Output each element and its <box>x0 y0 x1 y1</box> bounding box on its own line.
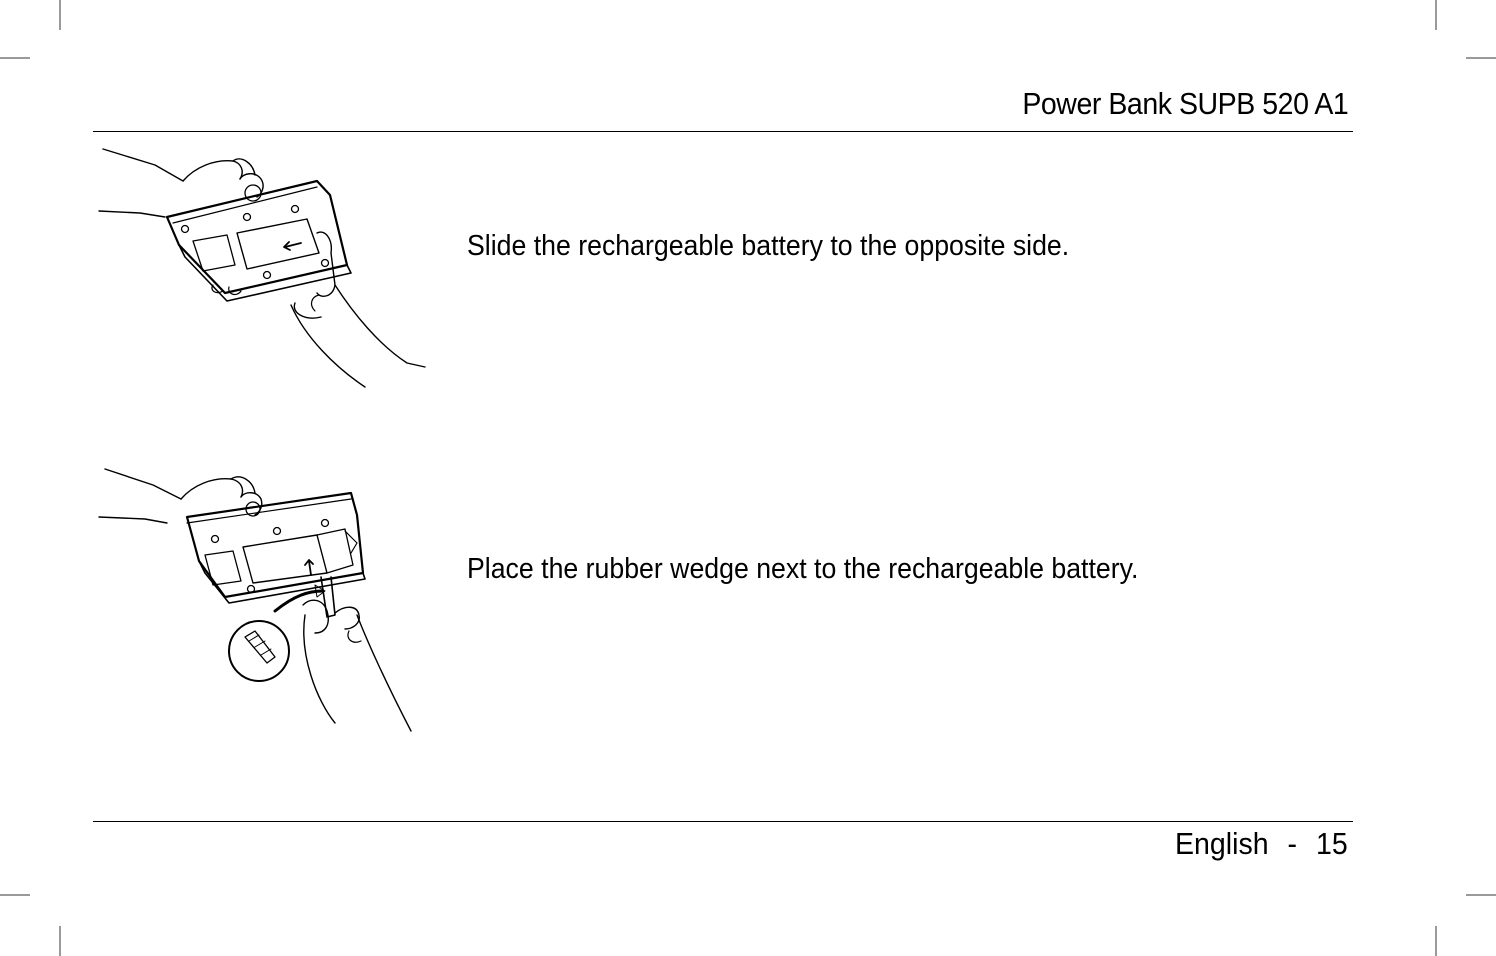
header-rule <box>93 131 1353 132</box>
footer-language: English <box>1175 826 1269 861</box>
crop-mark <box>0 894 30 896</box>
crop-mark <box>1466 57 1496 59</box>
crop-mark <box>0 57 30 59</box>
footer-rule <box>93 821 1353 822</box>
step-2-illustration <box>95 465 430 735</box>
step-1-illustration <box>95 145 430 393</box>
crop-mark <box>1466 894 1496 896</box>
page-footer: English - 15 <box>1175 826 1348 862</box>
footer-separator: - <box>1287 826 1298 861</box>
crop-mark <box>59 926 61 956</box>
crop-mark <box>59 0 61 30</box>
page-number: 15 <box>1316 826 1348 861</box>
crop-mark <box>1435 0 1437 30</box>
step-2-text: Place the rubber wedge next to the recha… <box>467 553 1139 585</box>
step-1-text: Slide the rechargeable battery to the op… <box>467 230 1070 262</box>
header-title: Power Bank SUPB 520 A1 <box>1022 86 1348 121</box>
crop-mark <box>1435 926 1437 956</box>
